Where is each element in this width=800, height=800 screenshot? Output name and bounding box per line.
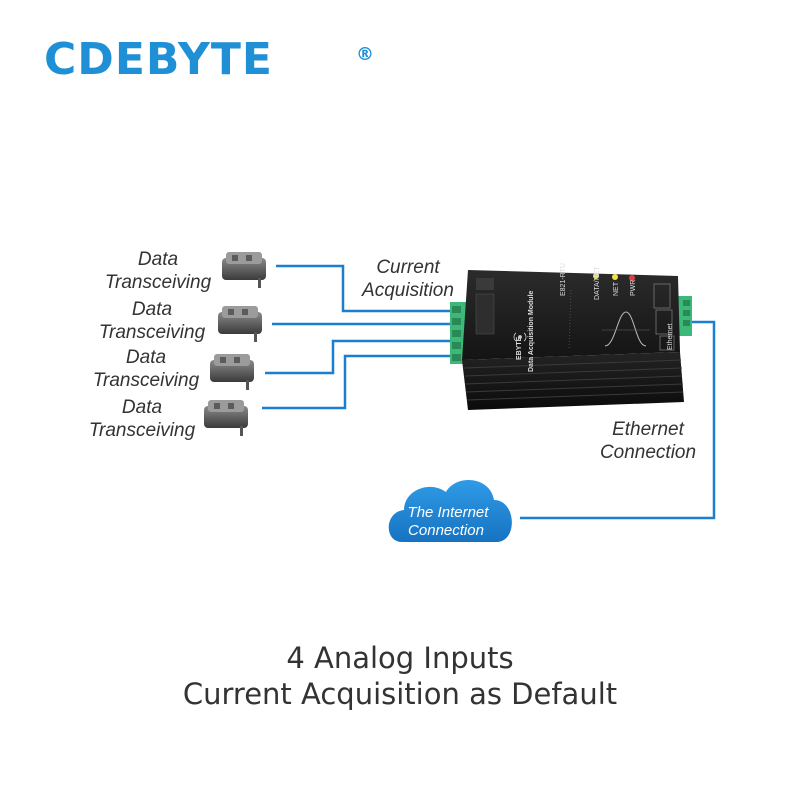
current-acquisition-label: Current Acquisition (352, 256, 464, 302)
sensor-4 (204, 400, 248, 436)
led-net (612, 274, 618, 280)
sensor-4-label-text: Data Transceiving (88, 397, 196, 441)
device-model: E821-RTU (560, 263, 567, 296)
sensor-4-label: Data Transceiving (82, 396, 202, 442)
sensor-1-label: Data Transceiving (98, 248, 218, 294)
device-name: Data Acquisition Module (528, 290, 535, 372)
brand-logo: CDEBYTE (44, 34, 273, 85)
caption-line-2: Current Acquisition as Default (182, 677, 618, 711)
ethernet-connection-text: Ethernet Connection (599, 419, 697, 463)
led-data-net (593, 273, 599, 279)
caption-line-1: 4 Analog Inputs (286, 641, 514, 675)
sensor-2-label-text: Data Transceiving (98, 299, 206, 343)
wire-sensor-4 (262, 354, 458, 410)
current-acquisition-text: Current Acquisition (362, 257, 454, 301)
wire-sensor-3 (265, 339, 458, 375)
sensor-2 (218, 306, 262, 342)
sensor-3 (210, 354, 254, 390)
registered-mark: ® (356, 44, 374, 65)
waveform-graphic (604, 311, 647, 347)
wire-sensor-1 (276, 264, 458, 313)
sensor-3-label-text: Data Transceiving (92, 347, 200, 391)
sensor-2-label: Data Transceiving (92, 298, 212, 344)
right-terminal-block (678, 296, 692, 336)
data-acquisition-device: EBYTE Data Acquisition Module E821-RTU D… (450, 263, 692, 410)
led-label-pwr: PWR (630, 280, 637, 296)
signal-wires (262, 264, 716, 520)
led-label-data-net: DATA/NET (594, 266, 601, 300)
wire-ethernet (520, 320, 716, 520)
sensor-1-label-text: Data Transceiving (104, 249, 212, 293)
sensor-3-label: Data Transceiving (86, 346, 206, 392)
internet-cloud-icon: The Internet Connection (388, 480, 512, 542)
ethernet-connection-label: Ethernet Connection (586, 418, 710, 464)
ethernet-port-label: Ethernet (667, 323, 674, 350)
cloud-label-line2: Connection (408, 522, 484, 539)
cloud-label-line1: The Internet (408, 504, 490, 521)
led-pwr (629, 275, 635, 281)
device-brand: EBYTE (516, 336, 523, 360)
led-label-net: NET (613, 281, 620, 296)
sensor-1 (222, 252, 266, 288)
antenna-icon (513, 332, 527, 342)
